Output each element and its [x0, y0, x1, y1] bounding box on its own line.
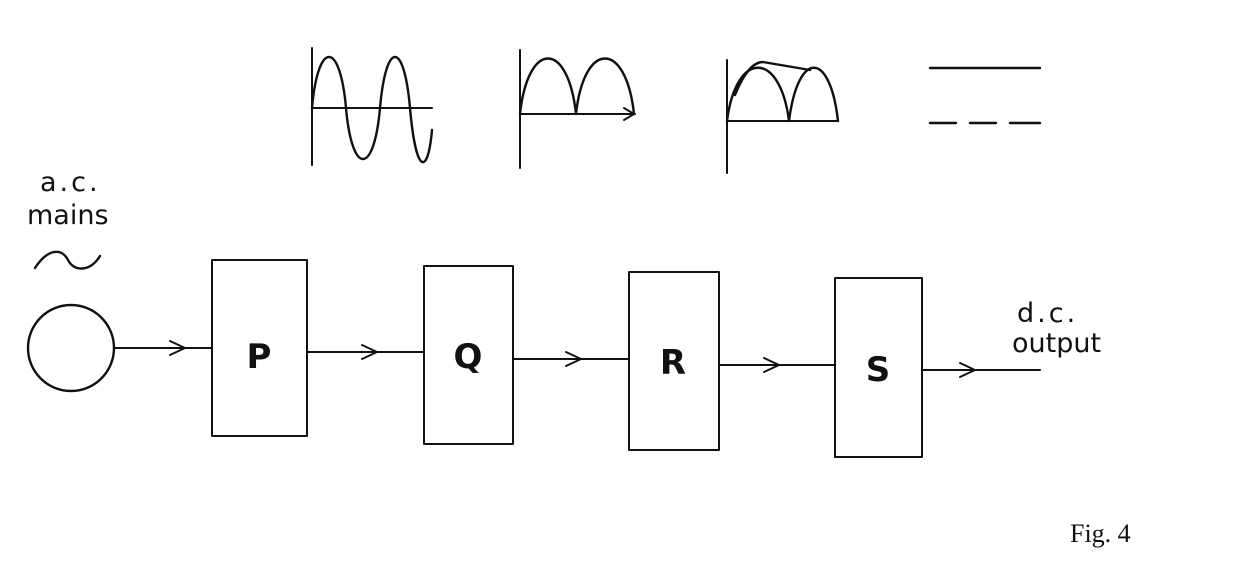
waveform-sine: [310, 47, 434, 166]
waveform-full-wave-rectified: [518, 49, 636, 169]
ac-source-circle: [26, 303, 116, 393]
connector-S-to-output: [921, 362, 1041, 378]
block-Q: Q: [423, 265, 514, 445]
block-Q-label: Q: [454, 337, 483, 377]
output-label-line1: d.c.: [1017, 298, 1078, 329]
block-P: P: [211, 259, 308, 437]
block-S-label: S: [866, 350, 891, 390]
connector-R-to-S: [718, 357, 836, 373]
block-R-label: R: [660, 343, 686, 383]
waveform-ripple: [725, 59, 840, 174]
connector-P-to-Q: [306, 344, 425, 360]
waveform-dc: [928, 66, 1042, 125]
block-S: S: [834, 277, 923, 458]
figure-caption: Fig. 4: [1070, 519, 1131, 548]
connector-source-to-P: [113, 340, 213, 356]
block-R: R: [628, 271, 720, 451]
connector-Q-to-R: [512, 351, 630, 367]
block-P-label: P: [247, 337, 272, 377]
source-label-line2: mains: [27, 200, 109, 231]
output-label-line2: output: [1012, 328, 1101, 359]
ac-symbol-icon: [33, 250, 102, 270]
source-label-line1: a.c.: [40, 167, 101, 198]
